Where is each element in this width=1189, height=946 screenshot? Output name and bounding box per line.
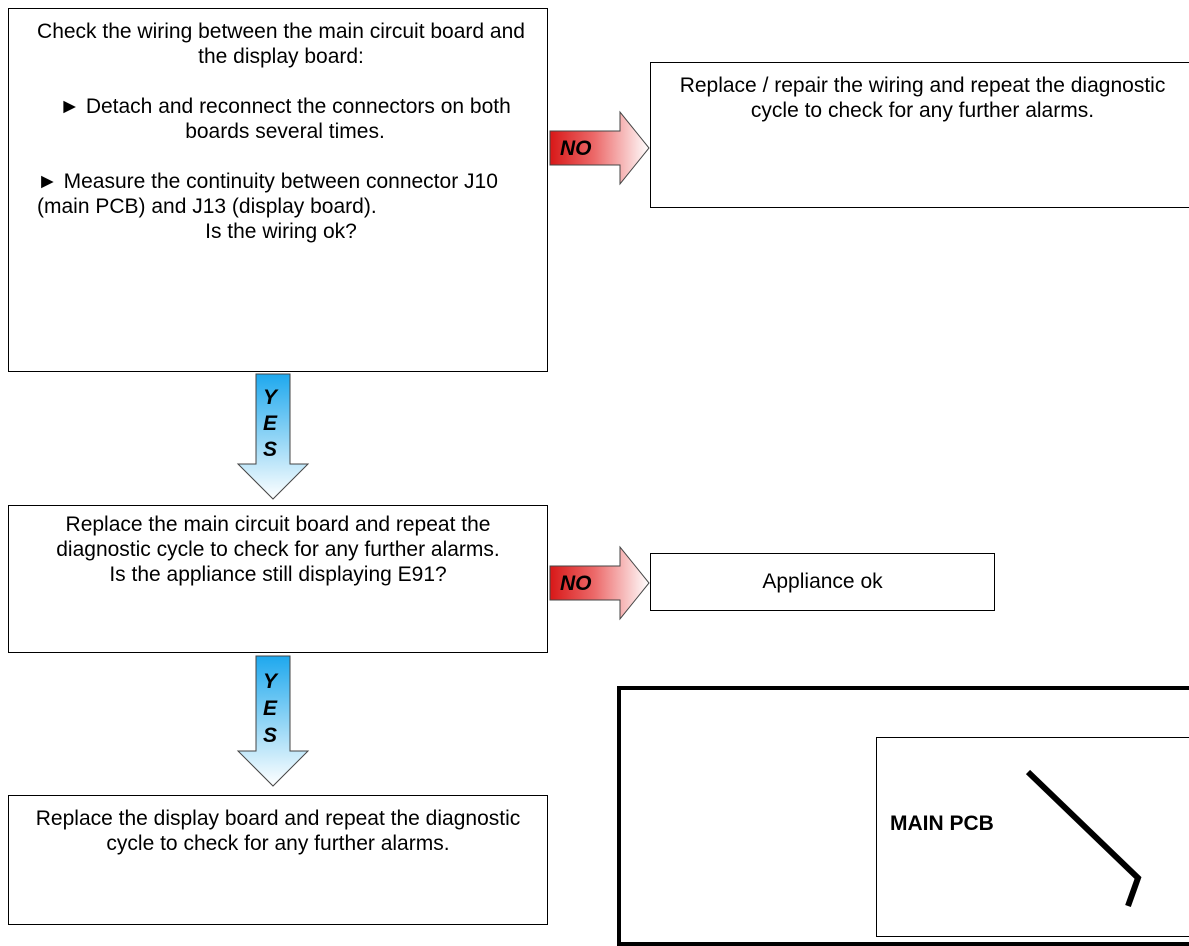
step3-text: Replace the display board and repeat the… xyxy=(35,807,521,855)
yes-arrow-2: Y E S xyxy=(236,655,310,787)
step1-bullet-reconnect: ► Detach and reconnect the connectors on… xyxy=(59,95,511,143)
yes-arrow-1-letter-s: S xyxy=(263,438,277,461)
yes-arrow-1: Y E S xyxy=(236,373,310,500)
step2-question: Is the appliance still displaying E91? xyxy=(109,563,447,586)
main-pcb-box xyxy=(876,737,1189,937)
step1-intro-text: Check the wiring between the main circui… xyxy=(37,20,525,68)
step1-bullet-continuity: ► Measure the continuity between connect… xyxy=(37,170,498,218)
no-branch-2-result-text: Appliance ok xyxy=(762,570,883,593)
yes-arrow-2-letter-e: E xyxy=(263,697,278,720)
yes-arrow-2-letter-y: Y xyxy=(263,670,279,693)
no-branch-2-result-box: Appliance ok xyxy=(650,553,995,611)
step2-replace-main-board-box: Replace the main circuit board and repea… xyxy=(8,505,548,653)
step1-check-wiring-box: Check the wiring between the main circui… xyxy=(8,8,548,372)
no-arrow-2-label: NO xyxy=(560,572,592,595)
yes-arrow-1-letter-e: E xyxy=(263,412,278,435)
no-arrow-2: NO xyxy=(549,545,650,621)
main-pcb-label: MAIN PCB xyxy=(890,812,994,835)
step1-question: Is the wiring ok? xyxy=(205,220,357,243)
step3-replace-display-board-box: Replace the display board and repeat the… xyxy=(8,795,548,925)
no-branch-1-result-text: Replace / repair the wiring and repeat t… xyxy=(679,74,1166,122)
no-arrow-1: NO xyxy=(549,110,650,186)
yes-arrow-2-letter-s: S xyxy=(263,724,277,747)
yes-arrow-1-letter-y: Y xyxy=(263,386,279,409)
step2-text: Replace the main circuit board and repea… xyxy=(56,513,500,561)
no-arrow-1-label: NO xyxy=(560,137,592,160)
pcb-diagonal-connector-line xyxy=(1025,769,1142,908)
no-branch-1-result-box: Replace / repair the wiring and repeat t… xyxy=(650,62,1189,208)
